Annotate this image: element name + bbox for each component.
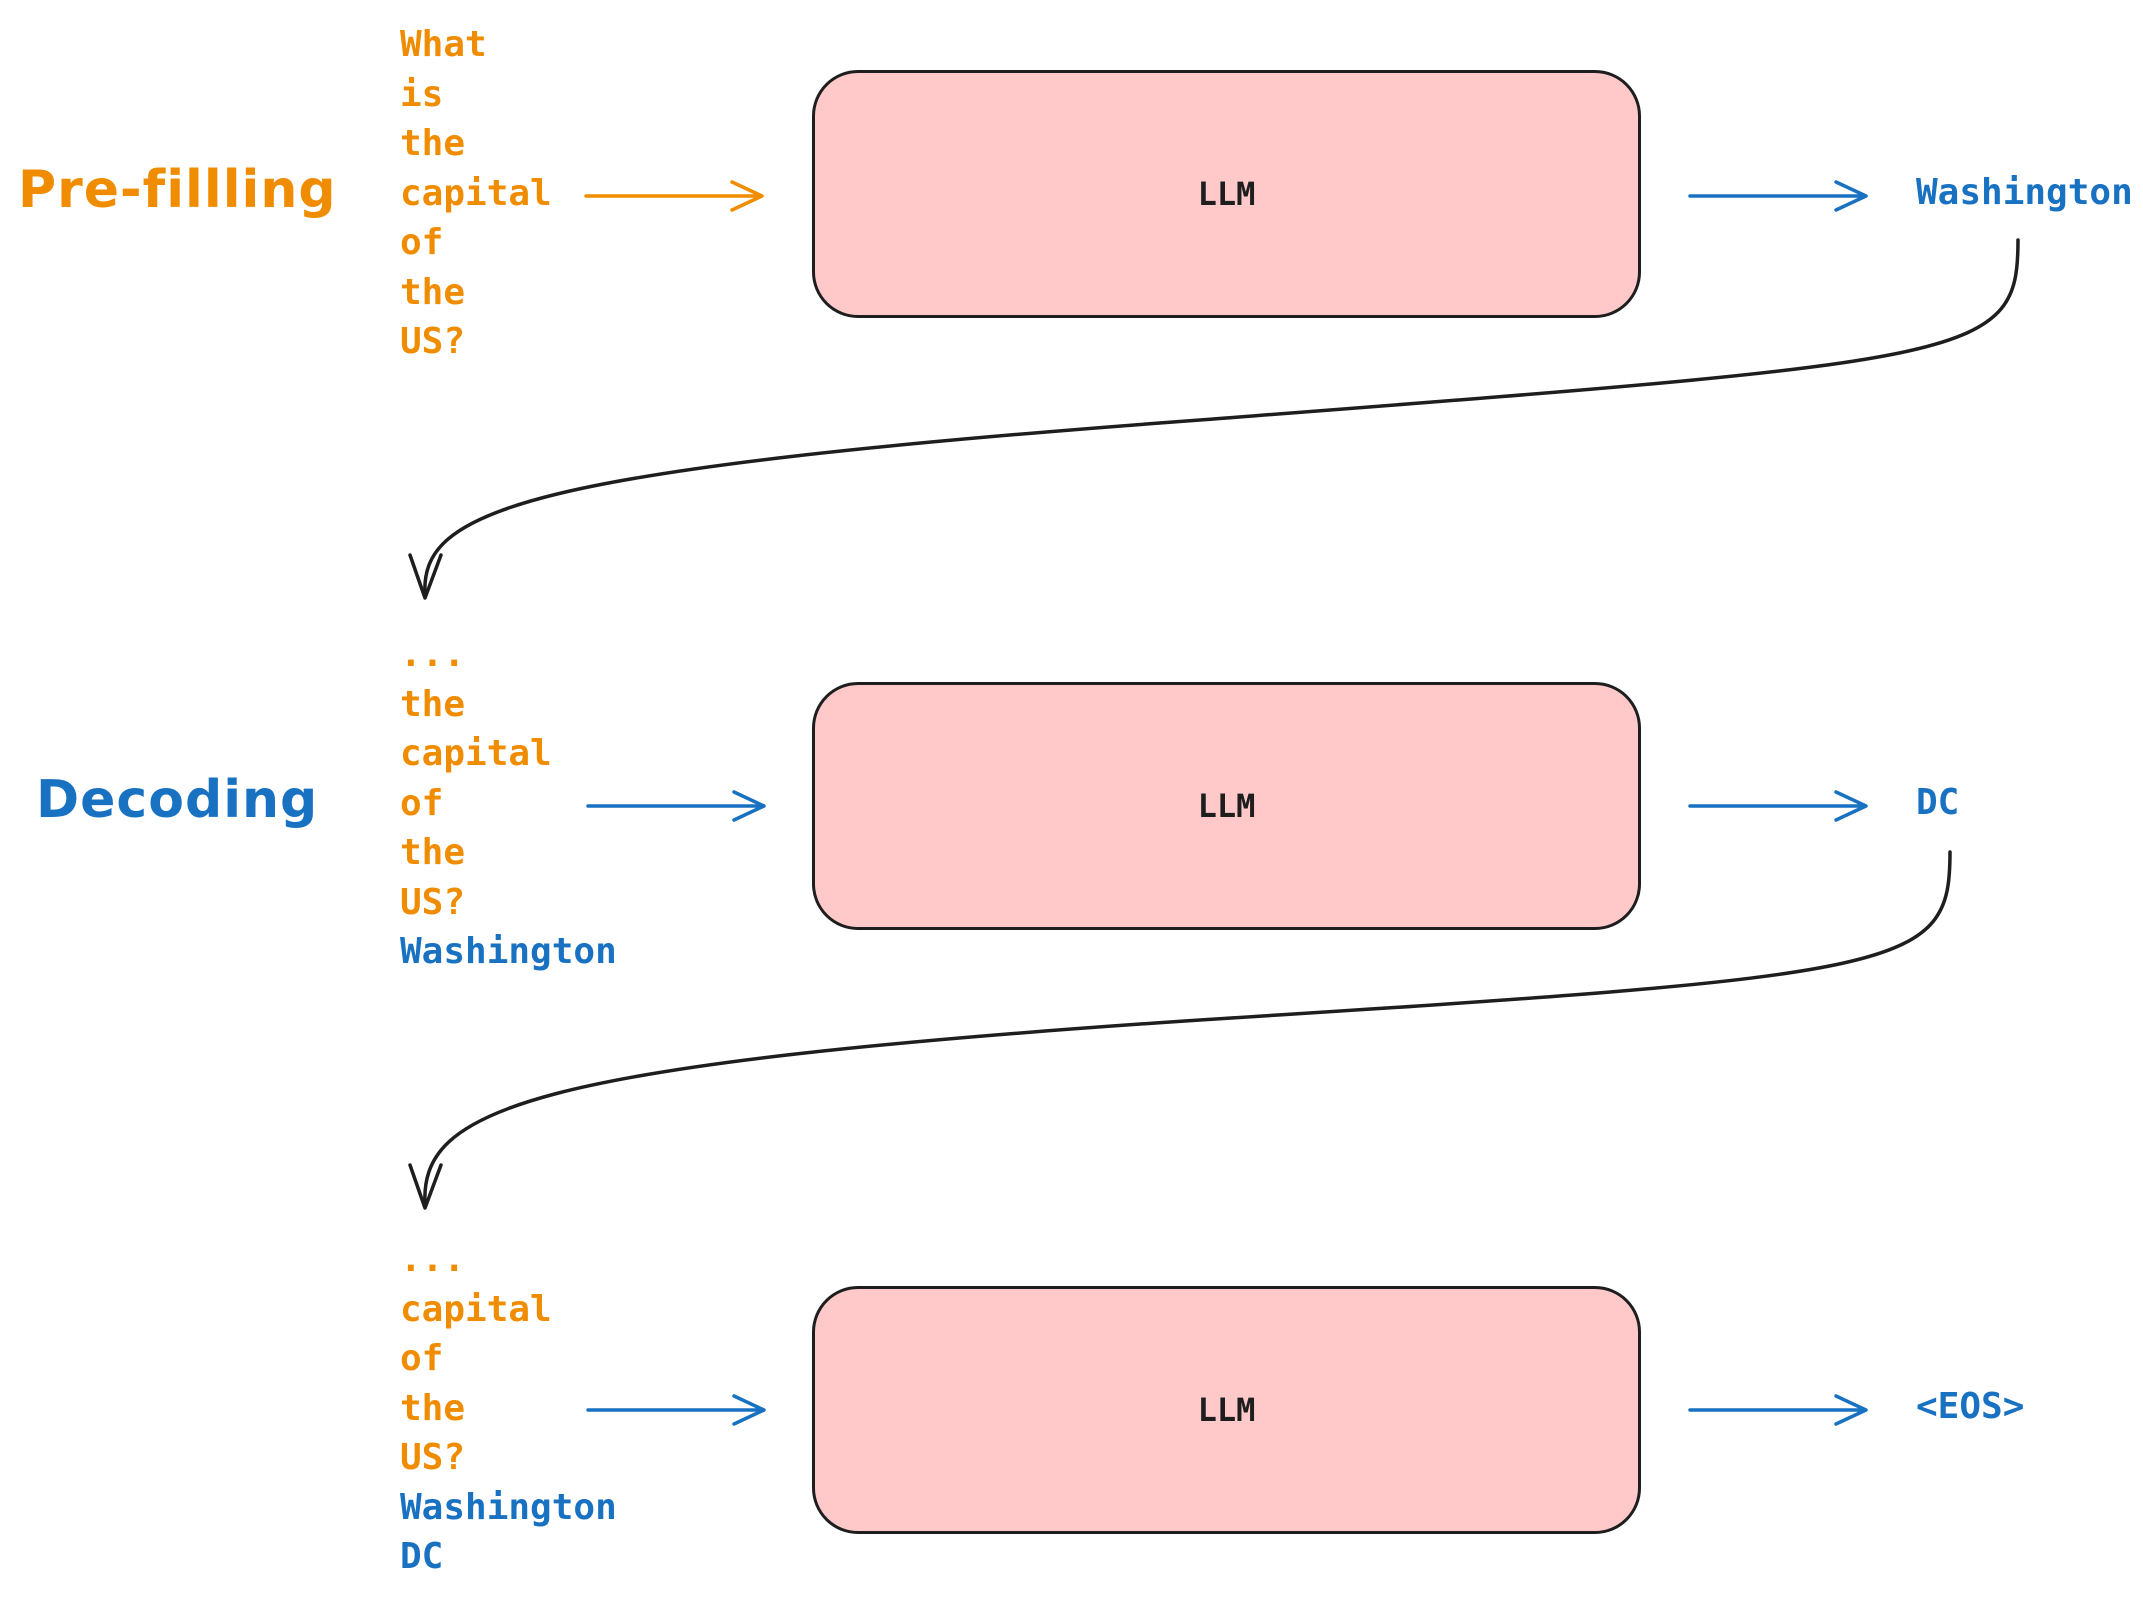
input-tokens-1: What is the capital of the US?	[400, 20, 552, 367]
llm-label: LLM	[1197, 175, 1256, 213]
prefill-phase-label: Pre-fillling	[18, 160, 337, 220]
input-token: of	[400, 1338, 444, 1379]
input-token: What	[400, 24, 487, 65]
input-tokens-3: ... capital of the US? Washington DC	[400, 1235, 617, 1582]
input-arrow-2	[586, 790, 766, 822]
input-token: ...	[400, 1239, 466, 1280]
output-token-3: <EOS>	[1916, 1386, 2025, 1427]
llm-box-2: LLM	[812, 682, 1641, 930]
llm-label: LLM	[1197, 787, 1256, 825]
input-token: the	[400, 683, 466, 725]
input-token: Washington	[400, 931, 617, 972]
output-arrow-1	[1688, 180, 1868, 212]
input-token: the	[400, 832, 466, 873]
llm-box-3: LLM	[812, 1286, 1641, 1534]
input-token: US?	[400, 321, 466, 362]
input-token: capital	[400, 1288, 552, 1330]
output-token-1: Washington	[1916, 172, 2133, 213]
input-token: Washington	[400, 1486, 617, 1528]
feedback-curve-1	[423, 238, 2020, 597]
input-token: the	[400, 1387, 466, 1429]
decode-phase-label: Decoding	[36, 770, 319, 830]
input-token: DC	[400, 1536, 444, 1577]
output-arrow-3	[1688, 1394, 1868, 1426]
input-token: US?	[400, 1437, 466, 1478]
input-token: of	[400, 782, 444, 824]
output-arrow-2	[1688, 790, 1868, 822]
input-arrow-3	[586, 1394, 766, 1426]
feedback-arrowhead-1	[408, 553, 443, 600]
input-token: US?	[400, 881, 466, 923]
output-token-2: DC	[1916, 782, 1960, 823]
input-token: the	[400, 123, 466, 164]
input-token: is	[400, 73, 444, 115]
feedback-curve-2	[423, 850, 1952, 1207]
input-arrow-1	[584, 180, 764, 212]
input-token: ...	[400, 634, 466, 675]
input-token: capital	[400, 733, 552, 774]
input-token: of	[400, 222, 444, 263]
input-token: the	[400, 271, 466, 313]
input-token: capital	[400, 172, 552, 214]
input-tokens-2: ... the capital of the US? Washington	[400, 630, 617, 977]
llm-box-1: LLM	[812, 70, 1641, 318]
llm-label: LLM	[1197, 1391, 1256, 1429]
feedback-arrowhead-2	[408, 1163, 443, 1210]
